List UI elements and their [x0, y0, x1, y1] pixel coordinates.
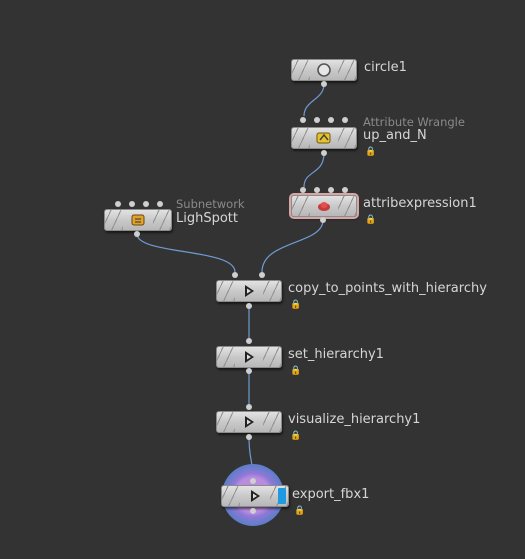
input-port[interactable]	[246, 338, 252, 344]
lock-icon[interactable]: 🔒	[290, 366, 302, 376]
output-port[interactable]	[321, 81, 327, 87]
input-port[interactable]	[232, 272, 238, 278]
lock-icon[interactable]: 🔒	[365, 147, 377, 157]
circle-icon	[317, 63, 331, 77]
output-port[interactable]	[246, 303, 252, 309]
play-icon	[251, 490, 260, 502]
node-circle1-body[interactable]	[291, 59, 357, 81]
output-port[interactable]	[250, 508, 256, 514]
output-port[interactable]	[134, 231, 140, 237]
lock-icon[interactable]: 🔒	[290, 300, 302, 310]
input-port[interactable]	[129, 201, 135, 207]
node-up_and_N-body[interactable]	[291, 127, 357, 149]
input-port[interactable]	[250, 478, 256, 484]
input-port[interactable]	[143, 201, 149, 207]
attribexpression-icon	[318, 202, 330, 211]
wire-up_and_N-to-attribexpression1[interactable]	[303, 152, 325, 188]
lock-icon[interactable]: 🔒	[294, 506, 306, 516]
play-icon	[245, 285, 254, 297]
output-port[interactable]	[321, 150, 327, 156]
input-port[interactable]	[314, 117, 320, 123]
wire-LighSpott-to-copy[interactable]	[136, 233, 236, 273]
display-flag[interactable]	[278, 488, 286, 504]
node-label: attribexpression1	[363, 196, 477, 211]
node-label: copy_to_points_with_hierarchy	[288, 281, 487, 296]
input-port[interactable]	[246, 404, 252, 410]
node-label: export_fbx1	[292, 487, 370, 502]
node-set_hierarchy1-body[interactable]	[216, 346, 282, 368]
lock-icon[interactable]: 🔒	[365, 215, 377, 225]
node-label: LighSpott	[176, 211, 238, 226]
wire-circle1-to-up_and_N[interactable]	[303, 83, 325, 117]
wire-attribexpression-to-copy[interactable]	[261, 219, 324, 273]
play-icon	[245, 416, 254, 428]
node-label: visualize_hierarchy1	[288, 412, 421, 427]
output-port[interactable]	[320, 217, 326, 223]
input-port[interactable]	[342, 117, 348, 123]
output-port[interactable]	[246, 368, 252, 374]
wrangle-icon	[316, 132, 331, 144]
input-port[interactable]	[300, 187, 306, 193]
input-port[interactable]	[300, 117, 306, 123]
node-label: circle1	[364, 60, 407, 75]
input-port[interactable]	[328, 187, 334, 193]
input-port[interactable]	[328, 117, 334, 123]
node-label: set_hierarchy1	[288, 347, 384, 362]
node-attribexpression1-body[interactable]	[289, 193, 359, 219]
input-port[interactable]	[115, 201, 121, 207]
input-port[interactable]	[314, 187, 320, 193]
input-port[interactable]	[157, 201, 163, 207]
node-export_fbx1-body[interactable]	[221, 485, 289, 507]
node-visualize_hierarchy1-body[interactable]	[216, 411, 282, 433]
node-type: Attribute Wrangle	[363, 115, 465, 129]
node-copy-body[interactable]	[216, 280, 282, 302]
input-port[interactable]	[259, 272, 265, 278]
play-icon	[245, 351, 254, 363]
node-LighSpott-body[interactable]	[104, 209, 172, 231]
subnetwork-icon	[131, 214, 145, 226]
node-type: Subnetwork	[176, 197, 245, 211]
input-port[interactable]	[342, 187, 348, 193]
output-port[interactable]	[246, 434, 252, 440]
node-label: up_and_N	[363, 128, 427, 143]
lock-icon[interactable]: 🔒	[290, 431, 302, 441]
